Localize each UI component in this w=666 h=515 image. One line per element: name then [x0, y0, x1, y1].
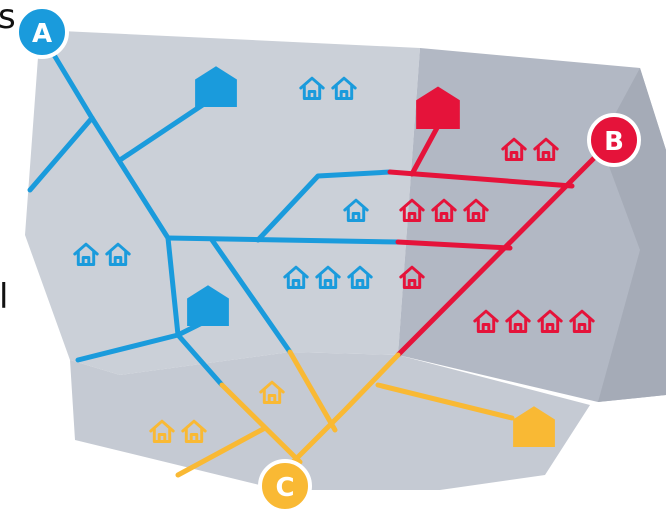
edge-text-l: l [0, 277, 9, 317]
red-branch-building [409, 123, 441, 177]
blue-branch-left-upper [27, 115, 95, 193]
node-b: B [587, 113, 641, 167]
yellow-branch-bottom-left [175, 425, 268, 478]
blue-branch-upper-road [255, 169, 393, 243]
node-a-label: A [32, 19, 52, 49]
blue-main-east [165, 235, 401, 245]
red-branch-top [387, 169, 575, 189]
edge-text-s: s [0, 0, 16, 37]
node-b-label: B [604, 127, 624, 157]
node-a: A [15, 5, 69, 59]
red-network [387, 123, 615, 358]
yellow-network [175, 349, 515, 478]
red-branch-mid [395, 239, 513, 251]
node-a-circle [15, 5, 69, 59]
node-c-label: C [275, 473, 294, 503]
blue-branch-lower-left [75, 332, 181, 363]
yellow-branch-west [219, 382, 303, 465]
node-c: C [258, 459, 312, 513]
blue-branch-to-building-top [117, 97, 213, 163]
yellow-trunk [282, 352, 401, 473]
node-c-circle [258, 459, 312, 513]
node-b-circle [587, 113, 641, 167]
blue-branch-south [209, 237, 293, 355]
yellow-branch-east [375, 382, 515, 421]
yellow-branch-left [287, 349, 338, 433]
